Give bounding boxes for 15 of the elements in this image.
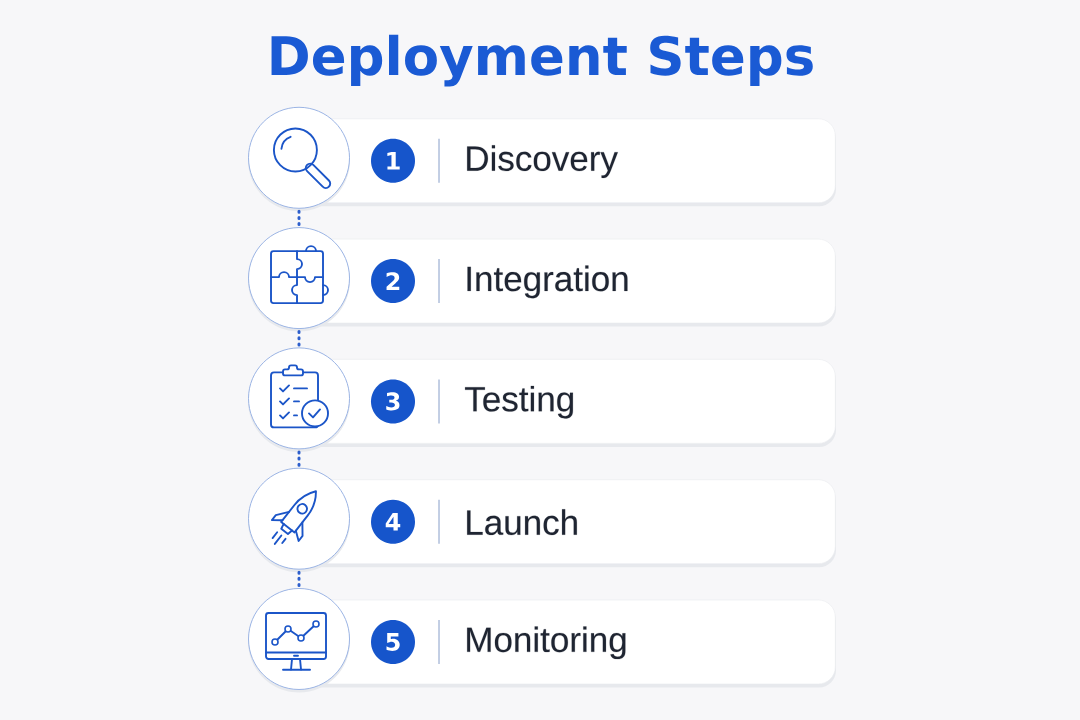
connector-line xyxy=(297,209,301,227)
connector-line xyxy=(297,330,301,347)
number-badge: 5 xyxy=(371,620,415,664)
icon-circle xyxy=(248,588,350,693)
number-badge: 3 xyxy=(371,379,415,424)
icon-circle xyxy=(248,347,350,452)
number-badge: 2 xyxy=(371,259,415,304)
number-badge: 4 xyxy=(371,499,415,544)
number-badge: 1 xyxy=(371,138,415,183)
title: Deployment Steps xyxy=(271,34,813,87)
icon-circle xyxy=(248,227,350,332)
connector-line xyxy=(297,570,301,587)
icon-circle xyxy=(248,467,350,573)
connector-line xyxy=(297,450,301,467)
icon-circle xyxy=(248,106,350,212)
